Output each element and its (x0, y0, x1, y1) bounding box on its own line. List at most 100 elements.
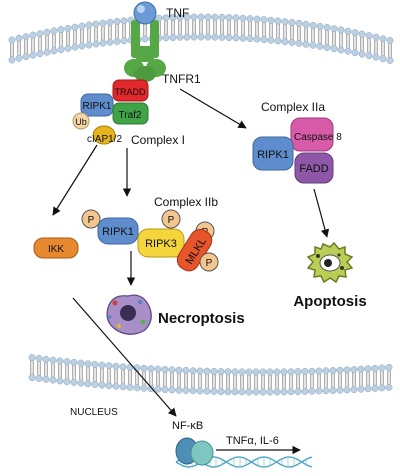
lipid-tail (122, 23, 126, 38)
lipid-head (99, 19, 107, 27)
traf2-protein (112, 102, 149, 125)
lipid-head (218, 13, 226, 21)
lipid-head (301, 367, 309, 375)
lipid-head (294, 368, 302, 376)
lipid-tail (353, 35, 357, 50)
lipid-head (176, 33, 184, 41)
lipid-head (245, 388, 253, 396)
lipid-tail (247, 374, 251, 389)
traf2-label: Traf2 (119, 110, 142, 121)
lipid-head (246, 35, 254, 43)
lipid-head (246, 15, 254, 23)
lipid-tail (380, 370, 384, 385)
lipid-head (260, 16, 268, 24)
lipid-tail (387, 370, 391, 385)
lipid-tail (240, 374, 244, 389)
lipid-tail (170, 372, 174, 387)
lipid-head (295, 39, 303, 47)
lipid-tail (345, 372, 349, 387)
lipid-head (288, 39, 296, 46)
lipid-head (386, 57, 394, 64)
lipid-head (162, 14, 170, 22)
lipid-head (203, 367, 211, 375)
lipid-head (119, 363, 127, 371)
lipid-head (253, 15, 261, 23)
fadd-label: FADD (299, 163, 328, 175)
receptor-death-domain-center (134, 66, 156, 82)
ripk1-complex-i (80, 93, 114, 117)
lipid-tail (366, 371, 370, 386)
lipid-head (309, 21, 317, 29)
lipid-head (225, 34, 233, 41)
lipid-head (365, 32, 373, 40)
lipid-head (57, 46, 65, 54)
phospho-mlkl-2 (199, 252, 219, 272)
lipid-tail (338, 373, 342, 388)
lipid-head (120, 17, 128, 25)
lipid-head (106, 38, 114, 46)
lipid-head (343, 386, 351, 394)
nfkb-subunit-p50 (190, 440, 214, 466)
phospho-ripk3-label: P (168, 215, 175, 226)
lipid-head (316, 22, 324, 30)
lipid-head (281, 18, 289, 26)
lipid-head (323, 44, 331, 51)
lipid-head (175, 366, 183, 374)
lipid-tail (94, 27, 98, 42)
lipid-head (266, 368, 274, 376)
lipid-head (239, 14, 247, 22)
lipid-tail (296, 374, 300, 389)
lipid-tail (261, 374, 265, 389)
lipid-head (84, 380, 92, 388)
lipid-tail (107, 368, 111, 383)
lipid-tail (234, 20, 238, 35)
lipid-tail (254, 374, 258, 389)
lipid-head (57, 26, 65, 34)
lipid-head (64, 24, 72, 32)
necroptosis-dot-4 (138, 300, 142, 304)
lipid-head (70, 358, 78, 366)
lipid-head (56, 377, 64, 385)
lipid-tail (24, 39, 28, 54)
lipid-tail (269, 23, 273, 38)
lipid-head (372, 53, 380, 61)
lipid-tail (248, 21, 252, 36)
lipid-tail (275, 374, 279, 389)
lipid-tail (66, 31, 70, 46)
lipid-head (92, 20, 100, 28)
lipid-tail (177, 373, 181, 388)
lipid-head (197, 13, 205, 21)
lipid-tail (58, 363, 62, 378)
lipid-head (119, 383, 127, 391)
tnf-label: TNF (166, 6, 189, 20)
lipid-head (190, 33, 198, 41)
lipid-head (78, 22, 86, 30)
lipid-head (140, 384, 148, 392)
lipid-head (260, 36, 268, 44)
lipid-head (162, 34, 170, 42)
lipid-head (210, 387, 218, 395)
ubiquitin (72, 112, 90, 130)
lipid-tail (10, 42, 14, 57)
apoptotic-body-2 (340, 266, 344, 270)
lipid-head (302, 40, 310, 48)
tnfr1-label: TNFR1 (162, 72, 201, 86)
lipid-head (29, 51, 37, 59)
lipid-head (231, 388, 239, 396)
lipid-head (252, 368, 260, 376)
tnf-ligand-highlight (137, 5, 145, 13)
lipid-head (329, 367, 337, 374)
necroptosis-label: Necroptosis (158, 310, 245, 327)
lipid-head (133, 364, 141, 372)
lipid-tail (198, 374, 202, 388)
lipid-head (113, 38, 121, 45)
lipid-head (364, 385, 372, 393)
lipid-head (203, 387, 211, 395)
ciap-label: cIAP1/2 (87, 134, 122, 145)
ripk1-complex-iib-label: RIPK1 (102, 226, 134, 238)
lipid-head (154, 385, 162, 393)
lipid-tail (373, 371, 377, 386)
lipid-tail (283, 24, 287, 39)
lipid-tail (331, 373, 335, 388)
